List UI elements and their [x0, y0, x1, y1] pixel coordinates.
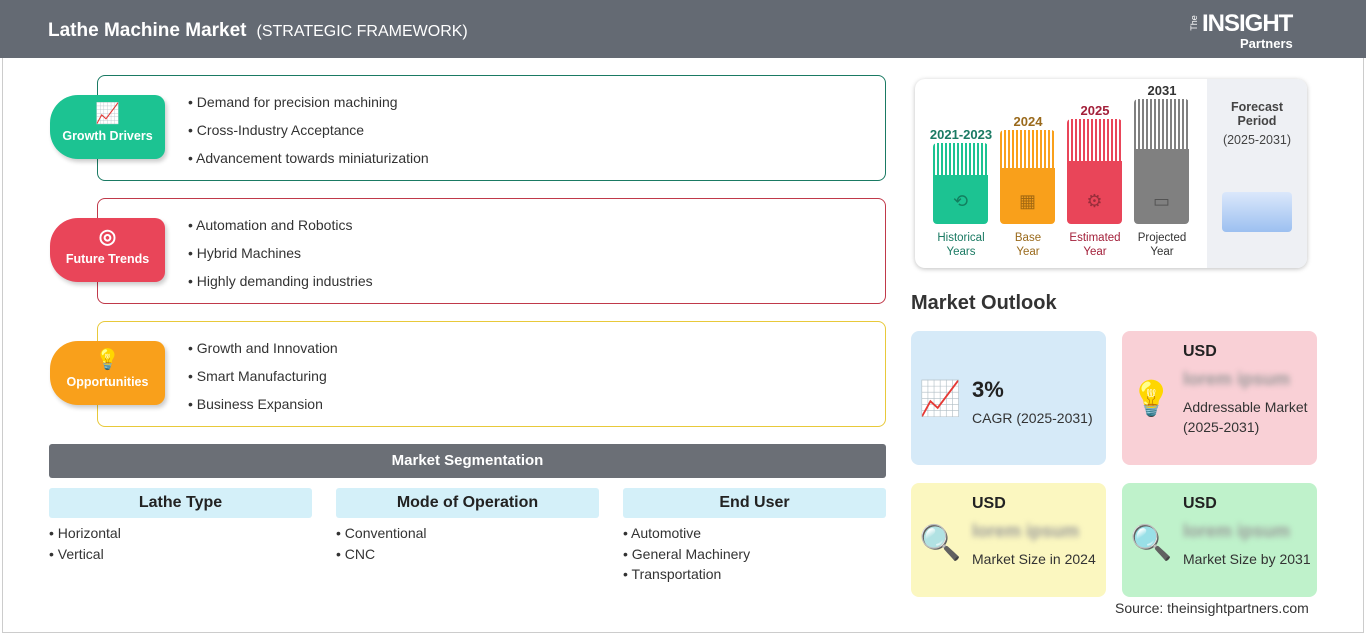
history-clock-icon: ⟲: [952, 191, 969, 211]
segment-column: End UserAutomotiveGeneral MachineryTrans…: [623, 488, 886, 587]
framework-box: Growth and InnovationSmart Manufacturing…: [97, 321, 886, 427]
currency-label: USD: [972, 495, 1006, 512]
segment-header: Lathe Type: [49, 488, 312, 518]
forecast-period: Forecast Period (2025-2031): [1207, 79, 1307, 268]
settings-chart-icon: ⚙: [1086, 191, 1103, 211]
segment-header: Mode of Operation: [336, 488, 599, 518]
period-year: 2031: [1147, 83, 1177, 98]
framework-item: Demand for precision machining: [188, 94, 429, 122]
framework-item: Smart Manufacturing: [188, 368, 338, 396]
header: Lathe Machine Market(STRATEGIC FRAMEWORK…: [0, 0, 1366, 58]
analytics-illustration-icon: [1222, 192, 1292, 232]
outlook-card: 📈 3% CAGR (2025-2031): [911, 331, 1106, 465]
segment-header: End User: [623, 488, 886, 518]
period-bar: ▦: [1000, 130, 1055, 224]
framework-box: Demand for precision machiningCross-Indu…: [97, 75, 886, 181]
target-icon: ◎: [98, 226, 117, 248]
dollar-bulb-icon: 💡: [1130, 380, 1173, 418]
badge-future-trends: ◎Future Trends: [50, 218, 165, 282]
framework-item: Automation and Robotics: [188, 217, 373, 245]
cagr-value: 3%: [972, 377, 1004, 402]
segment-column: Mode of OperationConventionalCNC: [336, 488, 599, 566]
growth-chart-icon: 📈: [919, 380, 962, 418]
framework-item: Hybrid Machines: [188, 245, 373, 273]
segment-item: CNC: [336, 546, 599, 567]
period-year: 2024: [1013, 114, 1043, 129]
growth-chart-icon: 📈: [95, 103, 120, 125]
calendar-icon: ▦: [1018, 191, 1036, 211]
period-year: 2025: [1080, 103, 1110, 118]
framework-item: Cross-Industry Acceptance: [188, 122, 429, 150]
market-outlook-title: Market Outlook: [911, 292, 1057, 314]
timeline-card: Forecast Period (2025-2031) 2021-2023 ⟲ …: [915, 79, 1307, 268]
badge-growth-drivers: 📈Growth Drivers: [50, 95, 165, 159]
segment-item: General Machinery: [623, 546, 886, 567]
lightbulb-hand-icon: 💡: [95, 349, 120, 371]
period-bar: ▭: [1134, 99, 1189, 224]
framework-box: Automation and RoboticsHybrid MachinesHi…: [97, 198, 886, 304]
framework-item: Highly demanding industries: [188, 273, 373, 301]
framework-item: Growth and Innovation: [188, 340, 338, 368]
segment-item: Conventional: [336, 525, 599, 546]
blurred-value: lorem ipsum: [1183, 521, 1291, 541]
framework-item: Business Expansion: [188, 396, 338, 424]
source-text: Source: theinsightpartners.com: [1115, 600, 1309, 616]
blurred-value: lorem ipsum: [1183, 369, 1291, 389]
period-bar: ⚙: [1067, 119, 1122, 224]
blurred-value: lorem ipsum: [972, 521, 1080, 541]
segment-item: Automotive: [623, 525, 886, 546]
magnifier-chart-icon: 🔍: [1130, 524, 1173, 562]
magnifier-chart-icon: 🔍: [919, 524, 962, 562]
card-label: Market Size by 2031: [1183, 551, 1311, 567]
card-label: Addressable Market (2025-2031): [1183, 399, 1308, 435]
cagr-label: CAGR (2025-2031): [972, 410, 1093, 426]
currency-label: USD: [1183, 495, 1217, 512]
badge-opportunities: 💡Opportunities: [50, 341, 165, 405]
presentation-icon: ▭: [1152, 191, 1170, 211]
currency-label: USD: [1183, 343, 1217, 360]
page-title: Lathe Machine Market(STRATEGIC FRAMEWORK…: [48, 20, 468, 41]
segment-item: Horizontal: [49, 525, 312, 546]
card-label: Market Size in 2024: [972, 551, 1096, 567]
segment-item: Transportation: [623, 566, 886, 587]
period-year: 2021-2023: [929, 127, 993, 142]
period-bar: ⟲: [933, 143, 988, 224]
content-frame: [2, 58, 1364, 633]
segmentation-title: Market Segmentation: [49, 444, 886, 478]
segment-item: Vertical: [49, 546, 312, 567]
segment-column: Lathe TypeHorizontalVertical: [49, 488, 312, 566]
framework-item: Advancement towards miniaturization: [188, 150, 429, 178]
